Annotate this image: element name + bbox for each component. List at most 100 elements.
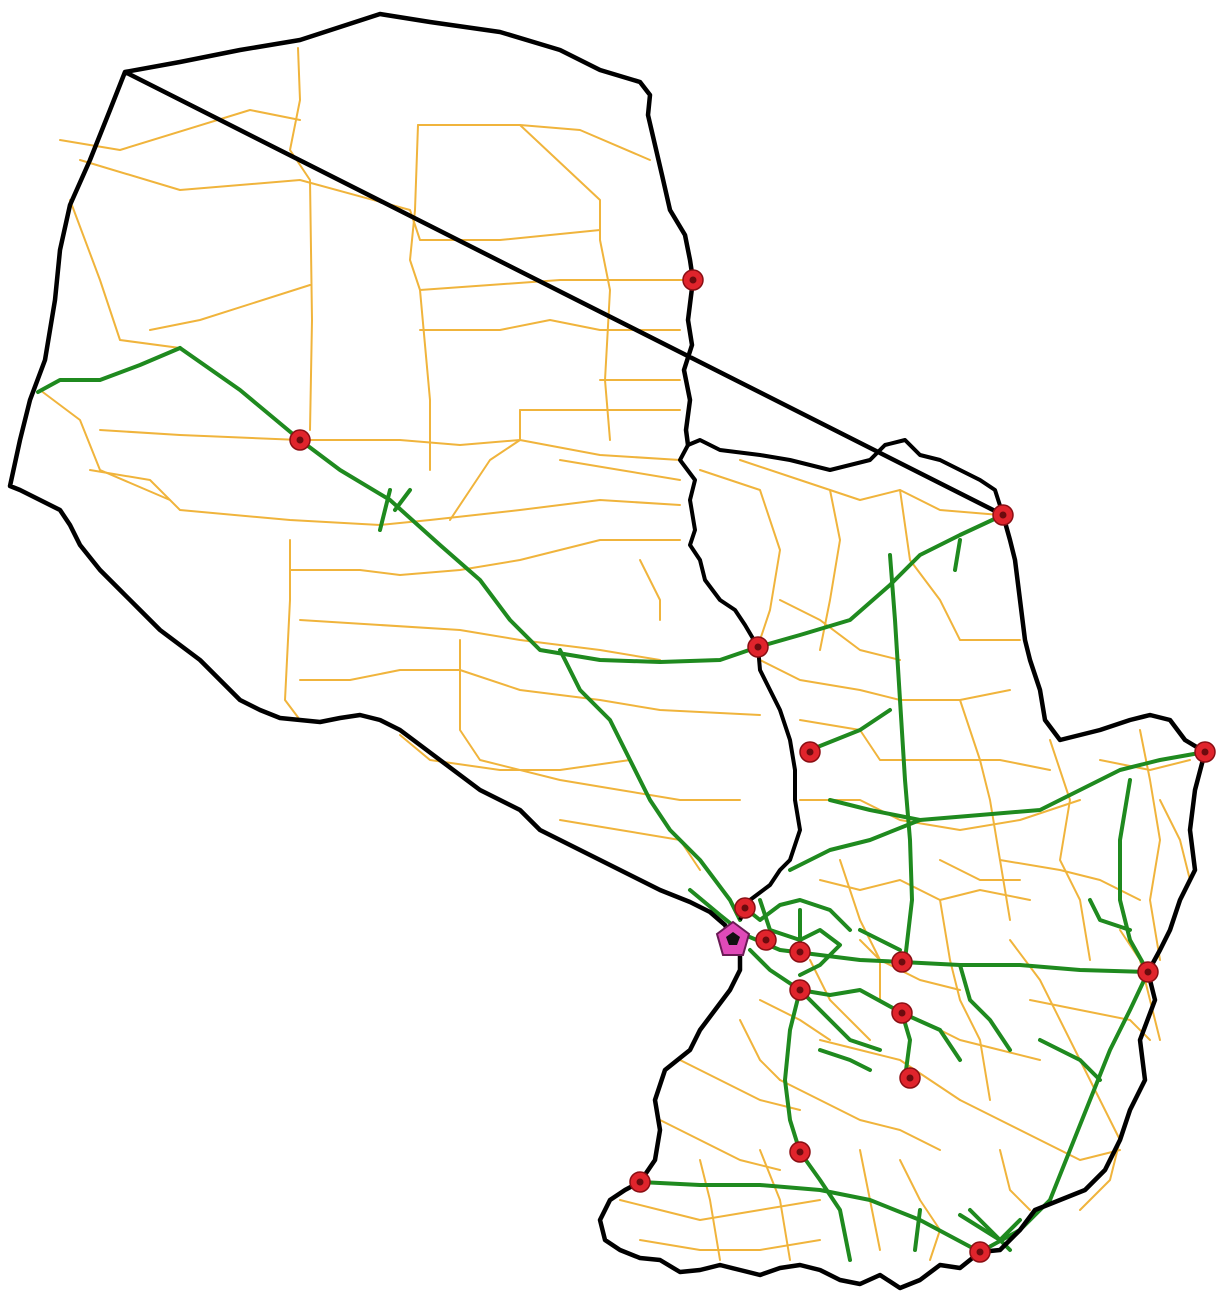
- secondary-road: [1079, 1099, 1121, 1211]
- primary-road: [1088, 898, 1132, 932]
- secondary-road: [899, 489, 1021, 641]
- secondary-road: [59, 109, 301, 151]
- secondary-road: [819, 879, 1031, 901]
- secondary-road: [939, 899, 991, 1101]
- city-marker[interactable]: [799, 741, 821, 763]
- secondary-road: [959, 699, 1011, 921]
- secondary-road: [739, 1019, 781, 1081]
- primary-road: [36, 346, 182, 394]
- secondary-road: [299, 619, 661, 661]
- primary-road: [818, 1048, 872, 1072]
- secondary-road: [419, 279, 694, 291]
- city-marker[interactable]: [969, 1241, 991, 1263]
- primary-road: [858, 928, 902, 952]
- secondary-road: [409, 124, 431, 471]
- primary-road: [808, 708, 892, 752]
- secondary-road: [809, 959, 871, 1041]
- secondary-road: [699, 1159, 721, 1261]
- primary-road: [756, 513, 1005, 649]
- secondary-road: [699, 469, 781, 641]
- secondary-road: [839, 859, 881, 1001]
- primary-road: [978, 970, 1150, 1254]
- secondary-road: [639, 1239, 821, 1251]
- secondary-road: [1159, 799, 1191, 881]
- city-markers-layer: [289, 269, 1216, 1263]
- primary-road: [1118, 778, 1150, 974]
- city-marker[interactable]: [682, 269, 704, 291]
- secondary-road: [149, 284, 311, 331]
- secondary-road: [1029, 999, 1151, 1041]
- secondary-road: [289, 539, 681, 576]
- secondary-road: [799, 799, 1081, 831]
- primary-road: [798, 988, 882, 1052]
- secondary-road: [399, 734, 631, 771]
- secondary-road: [559, 459, 681, 481]
- secondary-road: [417, 124, 651, 161]
- capital-marker[interactable]: [715, 920, 751, 956]
- primary-road: [953, 538, 962, 572]
- city-marker[interactable]: [992, 504, 1014, 526]
- city-marker[interactable]: [789, 941, 811, 963]
- city-marker[interactable]: [899, 1067, 921, 1089]
- secondary-road: [759, 659, 1011, 701]
- secondary-road: [759, 1149, 791, 1261]
- secondary-roads-layer: [39, 47, 1191, 1261]
- primary-road: [958, 963, 1012, 1052]
- primary-road: [748, 948, 904, 1015]
- secondary-road: [99, 429, 681, 461]
- secondary-road: [819, 489, 841, 651]
- secondary-road: [39, 389, 171, 501]
- secondary-road: [69, 199, 181, 349]
- secondary-road: [519, 124, 611, 441]
- city-marker[interactable]: [629, 1171, 651, 1193]
- primary-road: [558, 648, 742, 922]
- primary-road: [393, 488, 412, 512]
- secondary-road: [759, 999, 831, 1041]
- city-marker[interactable]: [891, 1002, 913, 1024]
- city-marker[interactable]: [289, 429, 311, 451]
- city-marker[interactable]: [1137, 961, 1159, 983]
- primary-road: [968, 1208, 1012, 1252]
- secondary-road: [959, 1099, 1121, 1161]
- primary-road: [378, 488, 392, 532]
- secondary-road: [819, 1039, 961, 1101]
- secondary-road: [289, 47, 313, 431]
- primary-road: [798, 1150, 852, 1262]
- primary-road: [888, 553, 914, 962]
- primary-road: [743, 898, 852, 932]
- secondary-road: [779, 599, 901, 661]
- primary-road: [783, 988, 802, 1154]
- primary-road: [828, 798, 922, 822]
- primary-road: [900, 1011, 962, 1062]
- secondary-road: [799, 719, 1051, 771]
- primary-roads-layer: [36, 346, 1207, 1262]
- secondary-road: [739, 459, 1001, 516]
- secondary-road: [999, 1149, 1031, 1211]
- secondary-road: [619, 1199, 821, 1221]
- city-marker[interactable]: [789, 979, 811, 1001]
- secondary-road: [1049, 739, 1091, 961]
- primary-road: [1038, 1038, 1102, 1082]
- city-marker[interactable]: [755, 929, 777, 951]
- secondary-road: [559, 819, 701, 871]
- city-marker[interactable]: [1194, 741, 1216, 763]
- primary-road: [788, 750, 1207, 872]
- city-marker[interactable]: [789, 1141, 811, 1163]
- country-border: [7, 11, 1208, 1291]
- city-marker[interactable]: [891, 951, 913, 973]
- city-marker[interactable]: [734, 897, 756, 919]
- secondary-road: [939, 859, 1021, 881]
- secondary-road: [899, 1159, 941, 1261]
- city-marker[interactable]: [747, 636, 769, 658]
- secondary-road: [284, 539, 301, 721]
- secondary-road: [299, 669, 761, 716]
- secondary-road: [639, 559, 661, 621]
- secondary-road: [779, 1079, 941, 1151]
- secondary-road: [79, 159, 601, 241]
- secondary-road: [459, 639, 741, 801]
- primary-road: [758, 898, 842, 977]
- secondary-road: [679, 1059, 801, 1111]
- primary-road: [913, 1208, 922, 1252]
- secondary-road: [659, 1119, 781, 1171]
